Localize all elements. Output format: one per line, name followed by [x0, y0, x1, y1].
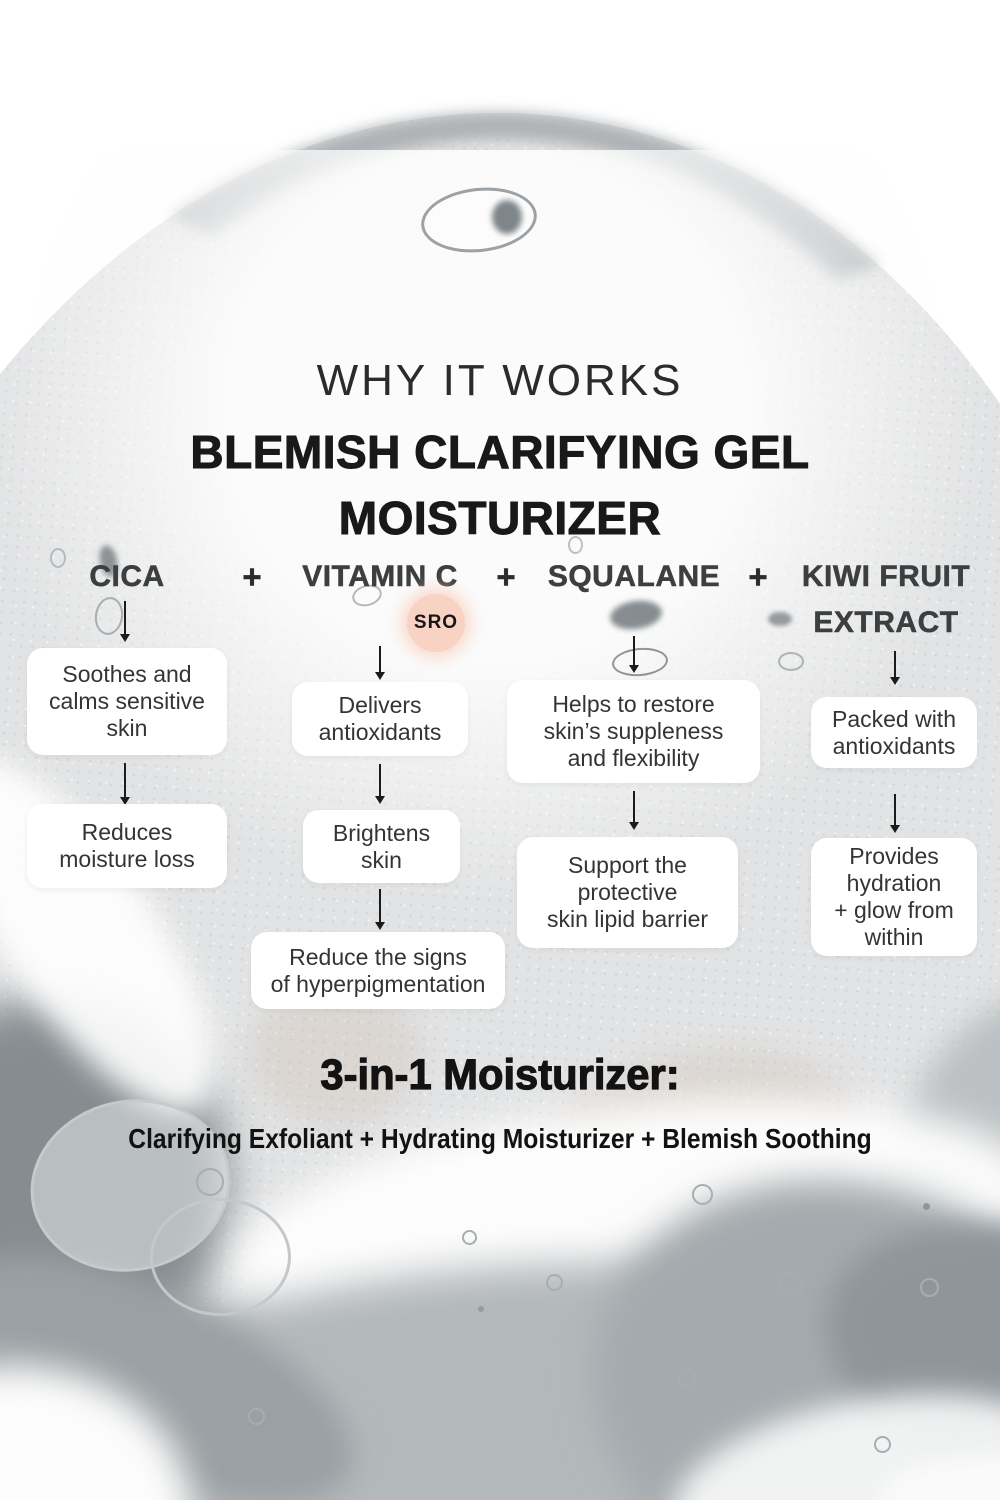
column-header-cica: CICA	[89, 560, 165, 594]
gel-bubble	[920, 1278, 939, 1297]
benefit-box: Provides hydration + glow from within	[811, 838, 977, 956]
gel-bubble	[780, 1272, 803, 1295]
plus-separator: +	[748, 558, 768, 596]
gel-bubble	[248, 1408, 265, 1425]
gel-bubble	[478, 1306, 484, 1312]
arrow-down-icon	[629, 791, 639, 830]
plus-separator: +	[242, 558, 262, 596]
benefit-box: Helps to restore skin’s suppleness and f…	[507, 680, 760, 783]
gel-bubble	[196, 1168, 224, 1196]
arrow-down-icon	[629, 636, 639, 673]
arrow-down-icon	[375, 889, 385, 930]
arrow-down-icon	[890, 794, 900, 833]
gel-droplet	[492, 200, 522, 234]
benefit-box: Packed with antioxidants	[811, 697, 977, 768]
arrow-down-icon	[375, 646, 385, 680]
sro-badge: SRO	[407, 594, 465, 652]
arrow-down-icon	[890, 651, 900, 685]
arrow-down-icon	[120, 763, 130, 805]
title-line-2: MOISTURIZER	[338, 492, 662, 545]
gel-bubble	[50, 548, 66, 568]
column-header-vitamin-c: VITAMIN C	[302, 560, 458, 594]
benefit-box: Support the protective skin lipid barrie…	[517, 837, 738, 948]
gel-bubble	[568, 536, 583, 554]
benefit-box: Delivers antioxidants	[292, 682, 468, 756]
gel-bubble	[778, 652, 804, 671]
arrow-down-icon	[120, 601, 130, 642]
eyebrow-title: WHY IT WORKS	[316, 356, 684, 405]
gel-bubble	[768, 612, 792, 626]
footer-heading: 3-in-1 Moisturizer:	[320, 1050, 680, 1099]
benefit-box: Reduce the signs of hyperpigmentation	[251, 932, 505, 1009]
gel-bubble	[546, 1274, 563, 1291]
benefit-box: Reduces moisture loss	[27, 804, 227, 888]
gel-bubble	[150, 1198, 291, 1316]
gel-bubble	[462, 1230, 477, 1245]
gel-bubble	[923, 1203, 930, 1210]
benefit-box: Soothes and calms sensitive skin	[27, 648, 227, 755]
gel-bubble	[874, 1436, 891, 1453]
column-header-squalane: SQUALANE	[547, 560, 721, 594]
page-title: BLEMISH CLARIFYING GEL MOISTURIZER	[0, 419, 1000, 551]
plus-separator: +	[496, 558, 516, 596]
column-header-kiwi-fruit-extract: KIWI FRUIT EXTRACT	[801, 560, 971, 640]
footer-subheading: Clarifying Exfoliant + Hydrating Moistur…	[128, 1123, 872, 1154]
gel-bubble	[692, 1184, 713, 1205]
gel-bubble	[678, 1368, 697, 1387]
arrow-down-icon	[375, 764, 385, 804]
benefit-box: Brightens skin	[303, 810, 460, 883]
title-line-1: BLEMISH CLARIFYING GEL	[190, 426, 810, 479]
